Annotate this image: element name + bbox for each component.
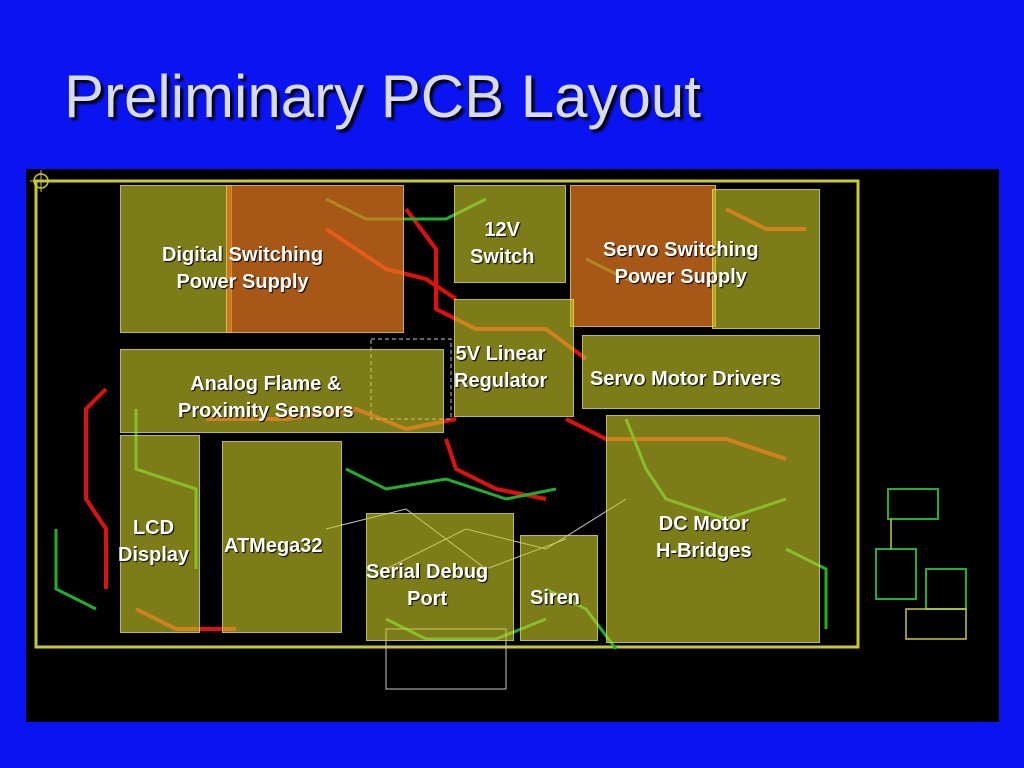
label-mcu-line1: ATMega32: [224, 535, 323, 557]
servo-drivers-block: [582, 335, 820, 409]
trace-green-3: [345, 467, 557, 501]
lcd-block: [120, 435, 200, 633]
label-hbridges-line2: H-Bridges: [656, 540, 752, 562]
label-digital-psu-line2: Power Supply: [176, 271, 309, 293]
label-hbridges-line1: DC Motor: [658, 513, 749, 535]
digital-psu-orange-area: [226, 185, 404, 333]
label-servo-psu-line1: Servo Switching: [603, 239, 759, 261]
trace-green-7: [54, 529, 97, 611]
digital-psu-yellow-area: [120, 185, 232, 333]
label-serial-line1: Serial Debug: [366, 561, 489, 583]
label-analog-sensors-line2: Proximity Sensors: [178, 400, 354, 422]
label-servo-drivers-line1: Servo Motor Drivers: [590, 368, 782, 390]
label-lcd-line2: Display: [118, 544, 190, 566]
label-serial-line2: Port: [407, 588, 448, 610]
mcu-block: [222, 441, 342, 633]
label-siren: Siren: [530, 585, 580, 612]
label-hbridges: DC Motor H-Bridges: [656, 511, 752, 565]
label-linear-5v-line2: Regulator: [454, 370, 548, 392]
label-switch-12v: 12V Switch: [470, 217, 534, 271]
label-linear-5v-line1: 5V Linear: [455, 343, 546, 365]
switch-12v-block: [454, 185, 566, 283]
siren-block: [520, 535, 598, 641]
label-digital-psu-line1: Digital Switching: [162, 244, 324, 266]
label-servo-drivers: Servo Motor Drivers: [590, 366, 781, 393]
serial-block: [366, 513, 514, 641]
label-siren-line1: Siren: [530, 587, 581, 609]
label-digital-psu: Digital Switching Power Supply: [162, 242, 323, 296]
trace-red-3: [84, 387, 108, 589]
label-analog-sensors: Analog Flame & Proximity Sensors: [178, 371, 354, 425]
linear-5v-block: [454, 299, 574, 417]
label-lcd-line1: LCD: [133, 517, 175, 539]
label-serial: Serial Debug Port: [366, 559, 488, 613]
board-outline: [34, 179, 860, 649]
servo-psu-yellow-area: [712, 189, 820, 329]
analog-sensors-block: [120, 349, 444, 433]
label-switch-12v-line2: Switch: [470, 246, 535, 268]
hbridges-block: [606, 415, 820, 643]
label-lcd: LCD Display: [118, 515, 189, 569]
label-mcu: ATMega32: [224, 533, 323, 560]
pcb-layout-image: Digital Switching Power Supply 12V Switc…: [26, 169, 999, 722]
label-servo-psu: Servo Switching Power Supply: [603, 237, 759, 291]
label-servo-psu-line2: Power Supply: [614, 266, 747, 288]
external-components: [875, 488, 967, 640]
slide-title: Preliminary PCB Layout: [64, 63, 701, 130]
label-linear-5v: 5V Linear Regulator: [454, 341, 547, 395]
trace-red-6: [444, 438, 547, 501]
label-analog-sensors-line1: Analog Flame &: [190, 373, 342, 395]
label-switch-12v-line1: 12V: [484, 219, 521, 241]
servo-psu-orange-area: [570, 185, 716, 327]
